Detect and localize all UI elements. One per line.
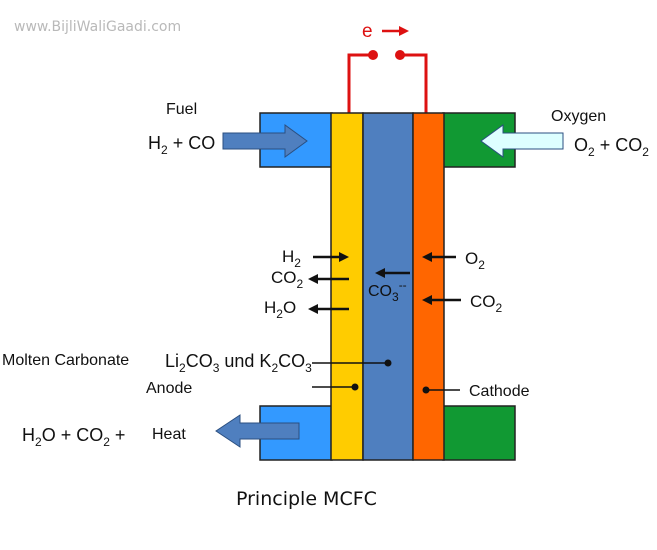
anode-co2-label: CO2 <box>271 268 304 291</box>
exhaust-arrow-icon <box>215 414 300 448</box>
cathode-leader-dot <box>422 386 430 394</box>
electron-label: e <box>362 21 373 42</box>
h2o-out-arrow-icon <box>308 304 318 314</box>
fuel-label: Fuel <box>166 101 197 118</box>
circuit-wire-right <box>401 53 428 113</box>
electron-arrow-head-icon <box>399 26 409 36</box>
co2-in-arrow-icon <box>422 295 432 305</box>
co2-out-arrow-icon <box>308 274 318 284</box>
watermark: www.BijliWaliGaadi.com <box>14 19 181 35</box>
circuit-terminal-left <box>368 50 378 60</box>
circuit-terminal-right <box>395 50 405 60</box>
anode-label: Anode <box>146 380 192 397</box>
h2-arrow-icon <box>339 252 349 262</box>
anode-layer <box>330 112 364 461</box>
electrolyte-formula-label: Li2CO3 und K2CO3 <box>165 351 312 375</box>
anode-h2o-label: H2O <box>264 298 296 321</box>
molten-carbonate-label: Molten Carbonate <box>2 352 129 369</box>
fuel-formula: H2 + CO <box>148 133 215 157</box>
oxygen-inlet-arrow-icon <box>480 124 564 158</box>
cathode-o2-label: O2 <box>465 249 485 272</box>
anode-h2-label: H2 <box>282 247 301 270</box>
diagram-caption: Principle MCFC <box>236 488 377 510</box>
external-circuit: e <box>347 21 428 113</box>
carbonate-ion-label: CO3-- <box>368 278 407 304</box>
exhaust-formula: H2O + CO2 + <box>22 425 125 449</box>
ion-arrow-icon <box>375 268 385 278</box>
anode-leader-dot <box>351 383 359 391</box>
heat-label: Heat <box>152 426 186 443</box>
o2-arrow-icon <box>422 252 432 262</box>
oxygen-outlet-block <box>442 405 516 461</box>
oxygen-formula: O2 + CO2 <box>574 135 649 159</box>
electrolyte-leader-dot <box>384 359 392 367</box>
fuel-inlet-arrow-icon <box>222 124 308 158</box>
cathode-co2-label: CO2 <box>470 292 503 315</box>
cathode-label: Cathode <box>469 383 530 400</box>
cathode-layer <box>412 112 445 461</box>
circuit-wire-left <box>347 53 372 113</box>
oxygen-label: Oxygen <box>551 108 606 125</box>
